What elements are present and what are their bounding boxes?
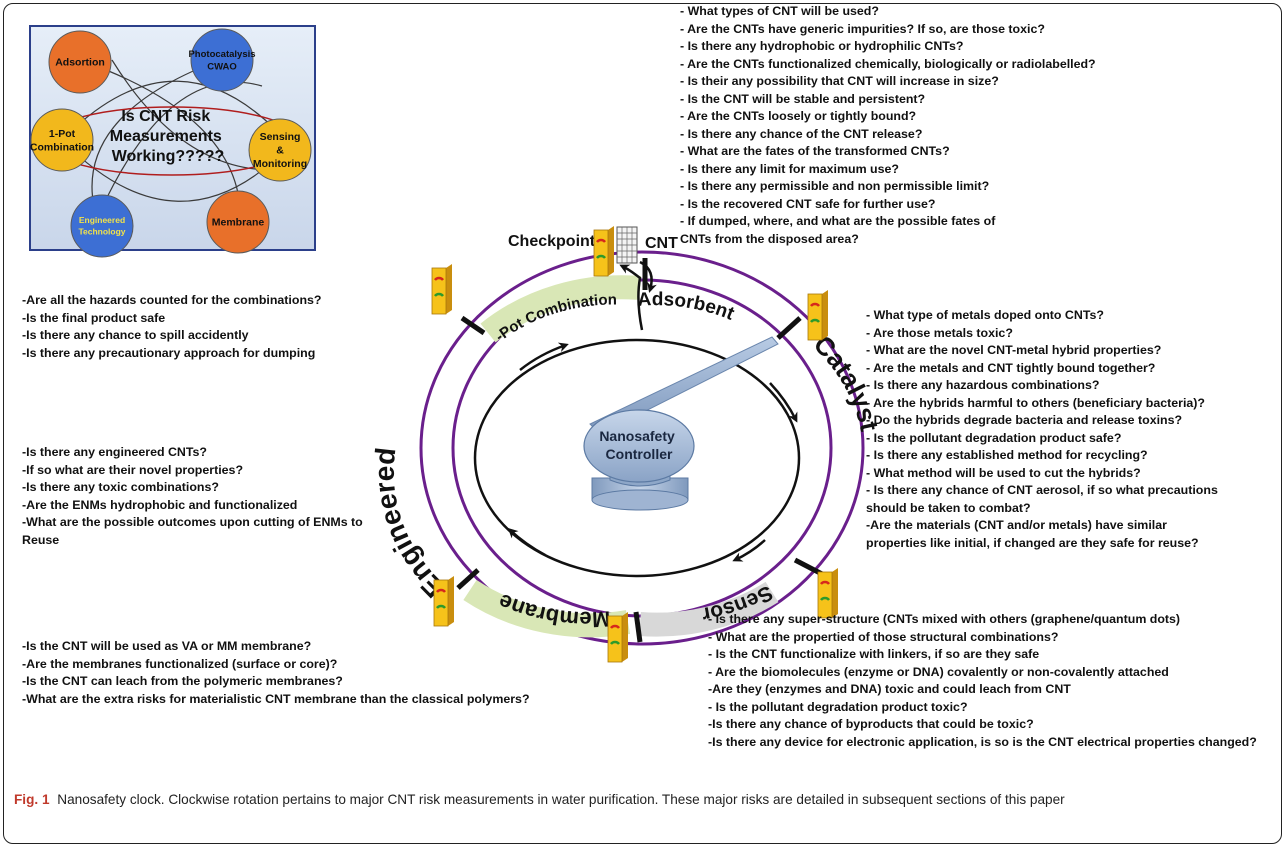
cnt-question: - Is the recovered CNT safe for further … [680,196,936,211]
catalyst-question: - Is there any hazardous combinations? [866,378,1100,392]
inset-node-circle [248,118,312,182]
caption-text: Nanosafety clock. Clockwise rotation per… [57,792,1065,807]
combination-question: -Are all the hazards counted for the com… [22,293,322,307]
inset-node-circle [70,194,134,258]
membrane-question: -Is the CNT will be used as VA or MM mem… [22,639,312,653]
catalyst-question: - Do the hybrids degrade bacteria and re… [866,413,1183,427]
traffic-light-icon [607,612,628,663]
sensor-question: -Is there any chance of byproducts that … [708,717,1034,731]
catalyst-question: - What are the novel CNT-metal hybrid pr… [866,343,1162,357]
cnt-question: - What types of CNT will be used? [680,4,879,18]
inset-node-circle [190,28,254,92]
engineered-question: -What are the possible outcomes upon cut… [22,515,363,547]
sensor-question: - Is the pollutant degradation product t… [708,699,968,714]
controller-label: Nanosafety Controller [599,428,678,462]
cnt-question-list: - What types of CNT will be used? - Are … [680,3,1096,248]
catalyst-question: - What method will be used to cut the hy… [866,465,1141,480]
traffic-light-icon [593,226,614,277]
inset-center-text: Is CNT Risk Measurements Working????? [110,108,227,165]
checkpoint-arrow-in [639,260,657,293]
inset-node-label: Sensing&Monitoring [253,131,307,170]
catalyst-question: - Are the metals and CNT tightly bound t… [866,360,1156,375]
membrane-question: -What are the extra risks for materialis… [22,691,530,706]
inset-node-label: Membrane [212,217,265,229]
combination-question: -Is there any chance to spill accidently [22,328,249,342]
sensor-question: -Is there any device for electronic appl… [708,734,1257,749]
sensor-question: - Are the biomolecules (enzyme or DNA) c… [708,664,1169,679]
traffic-light-icon [431,264,452,315]
band-sensor [639,581,779,637]
traffic-light-icon [807,290,828,341]
catalyst-question-list: - What type of metals doped onto CNTs? -… [866,307,1221,552]
cnt-question: - Is the CNT will be stable and persiste… [680,91,926,106]
cnt-tube-graphic [616,226,638,264]
catalyst-question: - Are the hybrids harmful to others (ben… [866,395,1205,410]
cnt-question: - Is there any limit for maximum use? [680,161,899,176]
combination-question: -Is there any precautionary approach for… [22,345,316,360]
cnt-question: - Is their any possibility that CNT will… [680,74,999,88]
catalyst-question: - Is the pollutant degradation product s… [866,430,1122,445]
inset-node-circle [48,30,112,94]
band-pot-combination [480,275,641,343]
engineered-question: -Are the ENMs hydrophobic and functional… [22,497,298,512]
nanosafety-clock: Nanosafety Controller Adsorbent Catalyst… [369,226,885,663]
sensor-question: - Is the CNT functionalize with linkers,… [708,647,1040,661]
inset-node-circle [206,190,270,254]
catalyst-question: - Is there any established method for re… [866,448,1148,462]
inset-node-circle [30,108,94,172]
checkpoint-label: Checkpoint [508,233,596,250]
engineered-question: -Is there any engineered CNTs? [22,445,207,459]
engineered-question-list: -Is there any engineered CNTs? -If so wh… [22,444,377,549]
catalyst-question: - Are those metals toxic? [866,325,1013,340]
traffic-lights [431,226,838,663]
inset-node-label: Adsortion [55,57,105,69]
figure-label: Fig. 1 [14,792,50,807]
combination-question: -Is the final product safe [22,310,166,325]
figure-caption: Fig. 1 Nanosafety clock. Clockwise rotat… [14,791,1269,809]
engineered-question: -If so what are their novel properties? [22,462,244,477]
cnt-question: - Is there any chance of the CNT release… [680,126,923,141]
membrane-question: -Are the membranes functionalized (surfa… [22,656,338,671]
cnt-question: - Are the CNTs have generic impurities? … [680,21,1045,36]
sensor-question: - What are the propertied of those struc… [708,629,1059,644]
nanosafety-controller: Nanosafety Controller [583,409,695,511]
rotation-loop [473,338,801,578]
cnt-question: - Is there any permissible and non permi… [680,179,990,193]
traffic-light-icon [433,576,454,627]
catalyst-question: -Are the materials (CNT and/or metals) h… [866,518,1199,550]
cnt-question: - Are the CNTs loosely or tightly bound? [680,109,917,123]
sensor-question: - Is there any super-structure (CNTs mix… [708,612,1181,626]
traffic-light-icon [817,568,838,619]
cnt-question: - If dumped, where, and what are the pos… [680,214,996,246]
clock-outer-ring [419,250,865,646]
cnt-question: - Is there any hydrophobic or hydrophili… [680,39,964,53]
membrane-question: -Is the CNT can leach from the polymeric… [22,674,343,688]
sector-dividers [456,258,824,643]
rotation-arrows [507,342,798,562]
cnt-label: CNT [645,235,678,252]
membrane-question-list: -Is the CNT will be used as VA or MM mem… [22,638,582,708]
combination-question-list: -Are all the hazards counted for the com… [22,292,321,362]
sensor-question: -Are they (enzymes and DNA) toxic and co… [708,682,1071,696]
catalyst-question: - What type of metals doped onto CNTs? [866,308,1104,322]
figure-frame [3,3,1282,844]
catalyst-question: - Is there any chance of CNT aerosol, if… [866,483,1218,515]
cnt-question: - What are the fates of the transformed … [680,144,950,158]
engineered-question: -Is there any toxic combinations? [22,480,219,494]
checkpoint-arrow-out [619,264,644,331]
cnt-question: - Are the CNTs functionalized chemically… [680,56,1096,71]
sensor-question-list: - Is there any super-structure (CNTs mix… [708,611,1278,751]
